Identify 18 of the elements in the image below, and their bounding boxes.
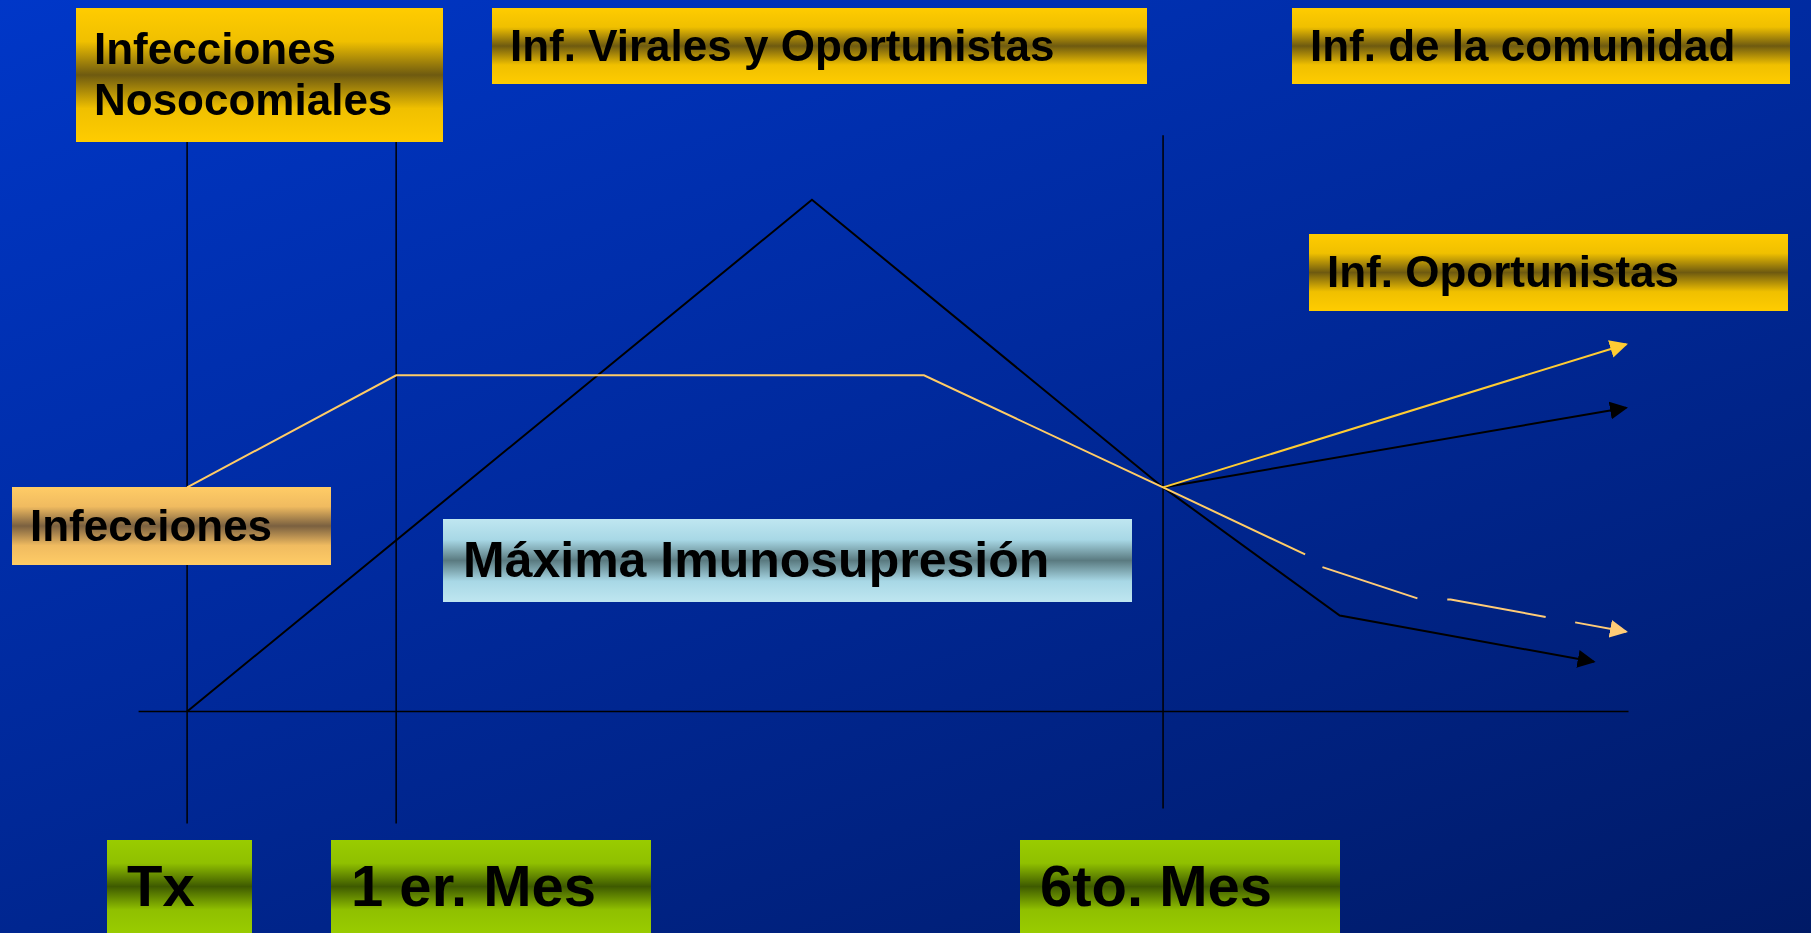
band-label: Inf. Oportunistas <box>1327 247 1679 298</box>
label-band <box>443 519 1132 602</box>
band-label: Infecciones <box>30 500 273 552</box>
label-band <box>12 487 331 565</box>
band-label: Tx <box>127 853 195 920</box>
band-label: Inf. Virales y Oportunistas <box>510 20 1055 72</box>
band-label: 6to. Mes <box>1040 853 1273 920</box>
band-label: Máxima Imunosupresión <box>463 531 1050 590</box>
label-band <box>492 8 1147 84</box>
label-band <box>1292 8 1790 84</box>
label-band <box>76 8 443 142</box>
band-label: Inf. de la comunidad <box>1310 20 1736 72</box>
label-band <box>1020 840 1340 933</box>
label-band <box>107 840 252 933</box>
band-label: 1 er. Mes <box>351 853 597 920</box>
label-band <box>331 840 651 933</box>
label-band <box>1309 234 1788 311</box>
band-label: Infecciones Nosocomiales <box>94 24 394 126</box>
